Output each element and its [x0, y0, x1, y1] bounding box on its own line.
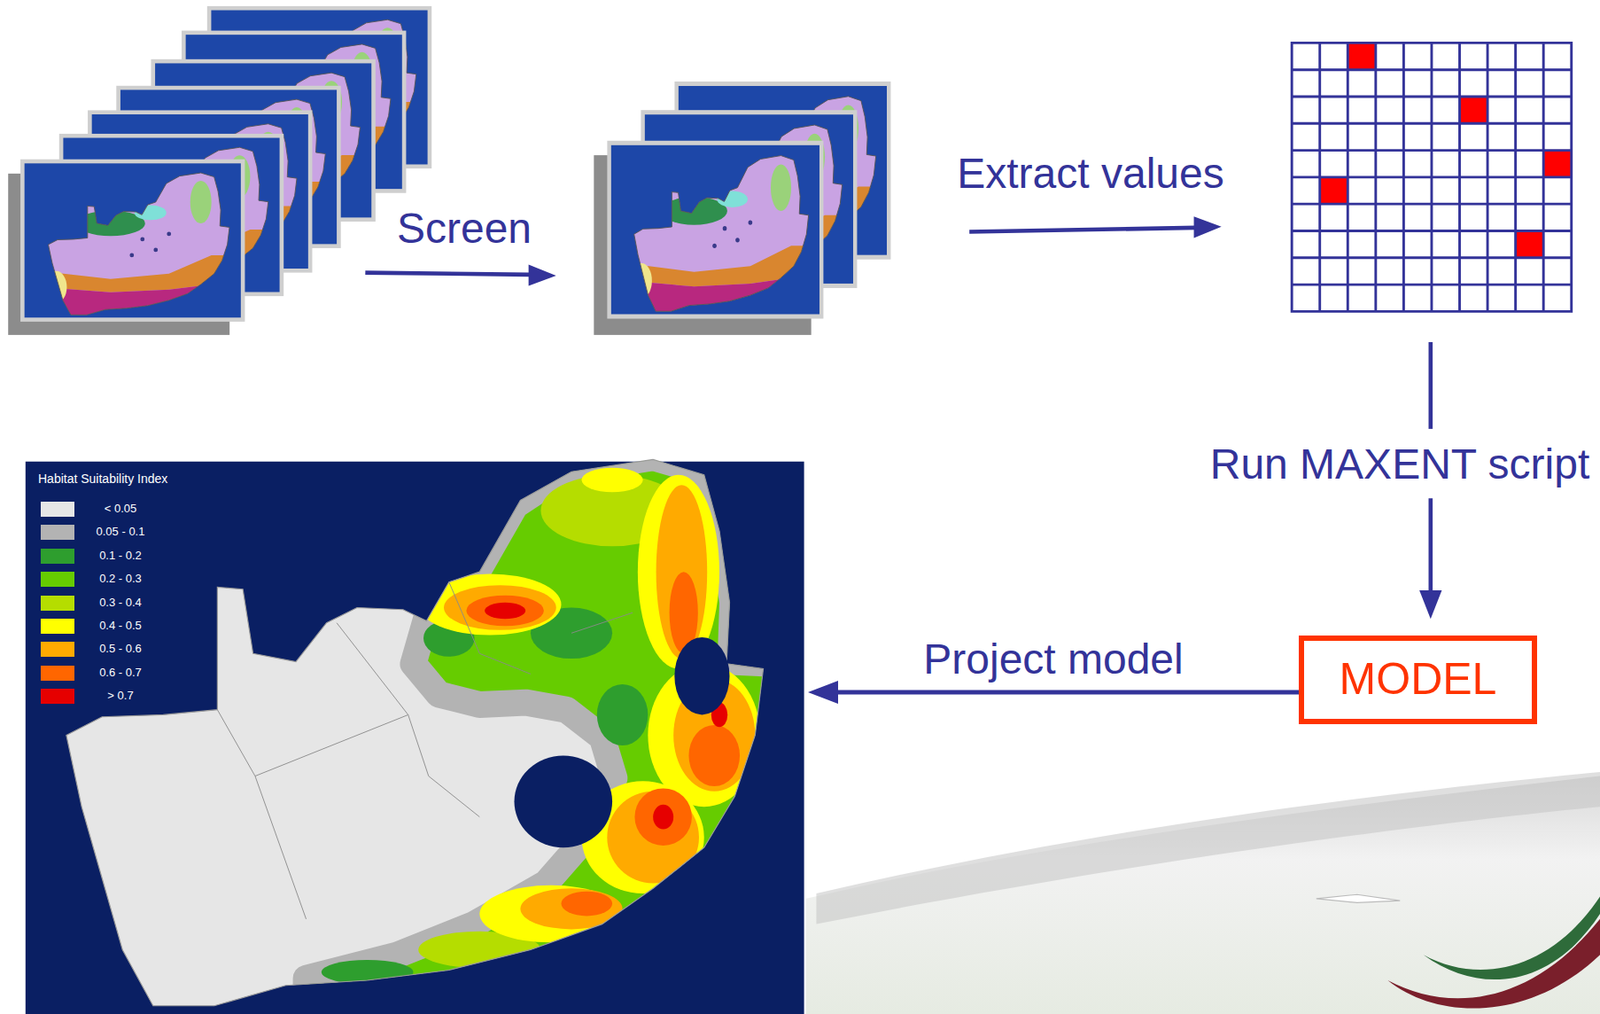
- legend-label: 0.3 - 0.4: [99, 596, 142, 610]
- arrow-head: [1194, 216, 1222, 238]
- zone: [597, 683, 649, 746]
- process-box: MODEL: [1298, 635, 1538, 724]
- legend-label: 0.5 - 0.6: [99, 642, 142, 656]
- suitability-zones: [217, 457, 776, 1014]
- grid-lines: [1291, 42, 1572, 311]
- legend-label: 0.6 - 0.7: [99, 666, 142, 680]
- zone: [484, 602, 526, 619]
- arrow-line: [1429, 497, 1434, 592]
- country-outline: [66, 458, 764, 1005]
- legend-label: 0.05 - 0.1: [96, 525, 146, 539]
- value-grid: [1291, 42, 1572, 311]
- sample-cell: [1320, 177, 1349, 204]
- arrow-head: [1419, 590, 1442, 619]
- zone: [479, 885, 622, 943]
- zone: [688, 724, 740, 786]
- zone: [634, 787, 692, 846]
- legend-swatch: [40, 571, 75, 587]
- legend-label: 0.4 - 0.5: [99, 619, 142, 633]
- legend-swatch: [40, 641, 75, 657]
- legend-swatch: [40, 595, 75, 611]
- edge-label-holder: Project model: [923, 634, 1183, 684]
- connector-line: [836, 690, 1299, 695]
- step-label-holder: Extract values: [956, 148, 1224, 198]
- legend-label-holder: 0.4 - 0.5: [99, 619, 142, 633]
- legend-swatch: [40, 618, 75, 634]
- logo-swoosh: [1423, 896, 1600, 980]
- legend-label-holder: 0.05 - 0.1: [96, 525, 146, 539]
- step-label: Screen: [396, 203, 532, 253]
- legend-label: < 0.05: [104, 502, 138, 516]
- legend-swatch: [40, 688, 75, 704]
- sample-cell: [1460, 96, 1489, 124]
- aircraft: [1316, 893, 1400, 902]
- map-thumbnail: [22, 161, 243, 320]
- zone: [466, 595, 544, 627]
- legend-label: 0.1 - 0.2: [99, 549, 142, 563]
- zone: [418, 573, 561, 635]
- zone: [306, 457, 777, 1014]
- legend-label-holder: > 0.7: [107, 689, 133, 703]
- legend-title: Habitat Suitability Index: [38, 471, 168, 486]
- legend-label: > 0.7: [107, 689, 133, 703]
- legend-label-holder: 0.3 - 0.4: [99, 596, 142, 610]
- map-thumbnail: [609, 142, 823, 317]
- zone: [443, 584, 557, 630]
- map-panel: Habitat Suitability Index: [25, 461, 805, 1014]
- step-label-holder: Screen: [396, 203, 532, 253]
- map-stack: [7, 7, 430, 335]
- country-land: [66, 458, 764, 1005]
- lesotho-gap: [514, 755, 614, 848]
- arrow-head: [528, 264, 557, 286]
- step-label-holder: Run MAXENT script: [1210, 439, 1591, 489]
- sample-cell: [1515, 230, 1545, 257]
- legend-label-holder: 0.6 - 0.7: [99, 666, 142, 680]
- sample-cell: [1347, 42, 1376, 70]
- edge-label: Project model: [923, 634, 1183, 684]
- step-label: Extract values: [956, 148, 1224, 198]
- arrow-head: [807, 680, 839, 704]
- swaziland-gap: [674, 636, 730, 715]
- legend-swatch: [40, 548, 75, 564]
- legend-label: 0.2 - 0.3: [99, 572, 142, 586]
- sample-cell: [1543, 150, 1572, 178]
- zone: [656, 484, 708, 659]
- zone: [560, 891, 613, 917]
- arrow-line: [1429, 341, 1434, 429]
- province-border: [217, 582, 633, 919]
- zone: [520, 887, 622, 929]
- zone: [582, 467, 644, 493]
- legend-label-holder: 0.1 - 0.2: [99, 549, 142, 563]
- suitability-map: [25, 457, 805, 1014]
- background-swoosh: [806, 771, 1600, 1014]
- connector-arrow: [807, 680, 1299, 704]
- legend-swatch: [40, 665, 75, 681]
- step-label: Run MAXENT script: [1210, 439, 1591, 489]
- zone: [652, 804, 674, 830]
- legend-swatch: [40, 524, 75, 540]
- logo-swoosh: [1387, 918, 1600, 1009]
- arrow-line: [969, 227, 1197, 233]
- arrow-line: [365, 272, 531, 275]
- legend-label-holder: 0.5 - 0.6: [99, 642, 142, 656]
- node-label: MODEL: [1339, 653, 1498, 706]
- legend-label-holder: < 0.05: [104, 502, 138, 516]
- legend-label-holder: 0.2 - 0.3: [99, 572, 142, 586]
- map-stack: [593, 83, 889, 334]
- swoosh-stripe: [815, 771, 1600, 925]
- legend-swatch: [40, 501, 75, 517]
